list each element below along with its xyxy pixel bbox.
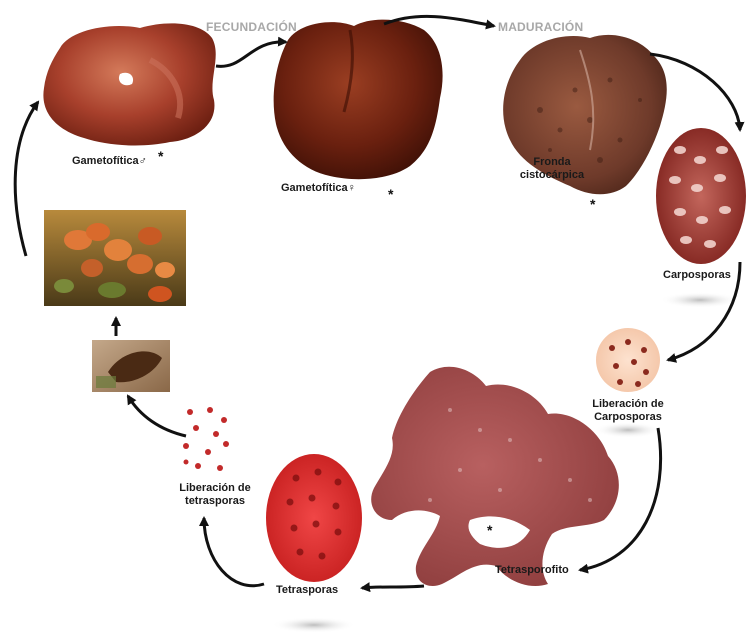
arrow-liberacion-to-germling (128, 396, 186, 436)
label-tetrasporas: Tetrasporas (276, 584, 338, 597)
label-gametofitica-male: Gametofítica♂ (72, 155, 147, 168)
carposporas-oval (656, 128, 746, 264)
label-fronda-line2: cistocárpica (520, 169, 584, 181)
carposporas-shadow (660, 292, 740, 308)
marker-fronda: * (590, 196, 595, 212)
marker-tetrasporofito: * (487, 522, 492, 538)
label-liberacion-tetrasporas: Liberación de tetrasporas (170, 482, 260, 508)
label-carposporas: Carposporas (663, 269, 731, 282)
tetrasporofito-thallus (371, 367, 619, 586)
liberacion-carposporas-circle (596, 328, 660, 392)
arrow-male-to-female (216, 42, 286, 66)
tetrasporas-shadow (272, 617, 356, 633)
label-liberacion-tetrasporas-line2: tetrasporas (185, 495, 245, 507)
liberacion-carposporas-shadow (594, 422, 662, 438)
liberacion-tetrasporas-dots (183, 407, 229, 471)
label-fronda: Fronda cistocárpica (512, 156, 592, 182)
label-gametofitica-female: Gametofítica♀ (281, 182, 356, 195)
label-liberacion-carposporas: Liberación de Carposporas (588, 398, 668, 424)
label-liberacion-tetrasporas-line1: Liberación de (179, 482, 251, 494)
tetrasporas-oval (266, 454, 362, 582)
arrow-tetrasporas-to-liberacion (204, 518, 264, 586)
label-fronda-line1: Fronda (533, 156, 570, 168)
stage-maduracion: MADURACIÓN (498, 20, 583, 34)
label-liberacion-carposporas-line2: Carposporas (594, 411, 662, 423)
stage-fecundacion: FECUNDACIÓN (206, 20, 297, 34)
marker-male: * (158, 148, 163, 164)
label-liberacion-carposporas-line1: Liberación de (592, 398, 664, 410)
arrow-field-to-male (15, 102, 38, 256)
label-tetrasporofito: Tetrasporofito (495, 564, 569, 577)
gametofitica-female-thallus (274, 20, 443, 180)
germling-base (96, 376, 116, 388)
marker-female: * (388, 186, 393, 202)
arrow-tetrasporofito-to-tetrasporas (362, 586, 424, 588)
